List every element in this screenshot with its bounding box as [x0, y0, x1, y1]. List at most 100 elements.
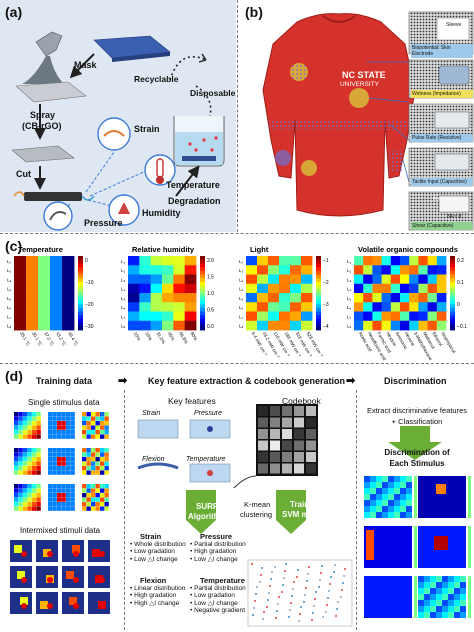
heatmap-cell: [162, 302, 174, 312]
result-cell: [460, 482, 466, 488]
tile-cell: [14, 461, 19, 466]
group-title-strain: Strain: [140, 532, 162, 541]
result-cell: [448, 512, 454, 518]
result-cell: [418, 556, 424, 562]
heatmap-cell: [409, 256, 419, 266]
tile-cell: [91, 412, 96, 417]
result-cell: [382, 494, 388, 500]
heatmap-cell: [354, 265, 364, 275]
result-cell: [382, 512, 388, 518]
intermixed-spot: [43, 549, 51, 557]
heatmap-cell: [162, 274, 174, 285]
heatmap-cell: [26, 311, 39, 322]
colorbar-segment: [316, 322, 321, 327]
tile-cell: [82, 461, 87, 466]
colorbar-segment: [450, 259, 455, 264]
feature-strain: Strain: [142, 410, 161, 417]
intermixed-spot: [69, 597, 77, 605]
inset-label-sleeve: Sleeve: [446, 22, 462, 28]
result-cell: [418, 482, 424, 488]
colorbar-segment: [316, 263, 321, 268]
result-cell: [394, 500, 400, 506]
result-cell: [448, 550, 454, 556]
colorbar-segment: [200, 318, 205, 323]
tile-cell: [18, 457, 23, 462]
tile-cell: [100, 484, 105, 489]
tile-cell: [95, 430, 100, 435]
result-cell: [400, 512, 406, 518]
row-label: L₁: [239, 259, 244, 264]
result-cell: [430, 576, 436, 582]
tile-cell: [91, 457, 96, 462]
codeword: [270, 406, 280, 416]
tile-cell: [70, 466, 75, 471]
single-stimulus-tile: [82, 412, 109, 439]
tile-cell: [82, 466, 87, 471]
tile-cell: [100, 488, 105, 493]
heatmap-cell: [436, 256, 447, 266]
heatmap-cell: [418, 311, 428, 322]
result-cell: [436, 556, 442, 562]
tile-cell: [32, 434, 37, 439]
result-cell: [400, 544, 406, 550]
heatmap-cell: [400, 320, 410, 331]
recyclable-label: Recyclable: [134, 74, 179, 84]
tile-cell: [36, 457, 41, 462]
scatter-point: [283, 577, 285, 579]
tile-cell: [32, 452, 37, 457]
scatter-point: [342, 582, 344, 584]
intermixed-hotspot: [99, 551, 105, 557]
heatmap-cell: [301, 320, 313, 331]
heatmap-cell: [290, 302, 302, 312]
heatmap-cell: [290, 311, 302, 322]
colorbar-tick: 0.5: [207, 308, 214, 314]
intermixed-spot: [92, 549, 100, 557]
tile-cell: [100, 506, 105, 511]
row-label: L₃: [121, 277, 126, 282]
scatter-point: [311, 619, 313, 621]
tile-cell: [86, 425, 91, 430]
result-spot: [434, 536, 448, 550]
colorbar-segment: [316, 270, 321, 275]
colorbar-segment: [78, 263, 83, 268]
tile-cell: [23, 466, 28, 471]
tile-cell: [70, 434, 75, 439]
result-cell: [460, 500, 466, 506]
group-item: • High △I change: [130, 600, 180, 607]
heatmap-cell: [381, 283, 392, 294]
tile-cell: [61, 452, 66, 457]
result-cell: [364, 512, 370, 518]
result-cell: [436, 476, 442, 482]
tile-cell: [66, 425, 71, 430]
tile-cell: [23, 470, 28, 475]
tile-cell: [57, 434, 62, 439]
heatmap-cell: [279, 274, 291, 285]
tile-cell: [104, 502, 109, 507]
heatmap-cell: [372, 302, 382, 312]
heatmap-cell: [128, 320, 140, 331]
single-stimulus-label: Single stimulus data: [28, 398, 100, 407]
result-cell: [394, 612, 400, 618]
heatmap-cell: [162, 265, 174, 275]
intermixed-tile: [88, 540, 110, 562]
result-cell: [388, 556, 394, 562]
tile-cell: [27, 484, 32, 489]
x-tick-label: 80%: [189, 331, 198, 341]
colorbar-segment: [450, 307, 455, 312]
tile-cell: [57, 506, 62, 511]
tile-cell: [57, 425, 62, 430]
result-colorbar: [414, 576, 417, 618]
tile-cell: [70, 497, 75, 502]
result-cell: [406, 588, 412, 594]
result-cell: [424, 612, 430, 618]
heatmap-cell: [381, 293, 392, 303]
x-tick-label: 49.4 °C: [67, 331, 79, 347]
result-cell: [454, 476, 460, 482]
tile-cell: [57, 502, 62, 507]
strain-glyph: [137, 419, 179, 439]
tile-cell: [14, 502, 19, 507]
row-label: L₅: [347, 296, 352, 301]
result-cell: [454, 600, 460, 606]
tile-cell: [57, 497, 62, 502]
